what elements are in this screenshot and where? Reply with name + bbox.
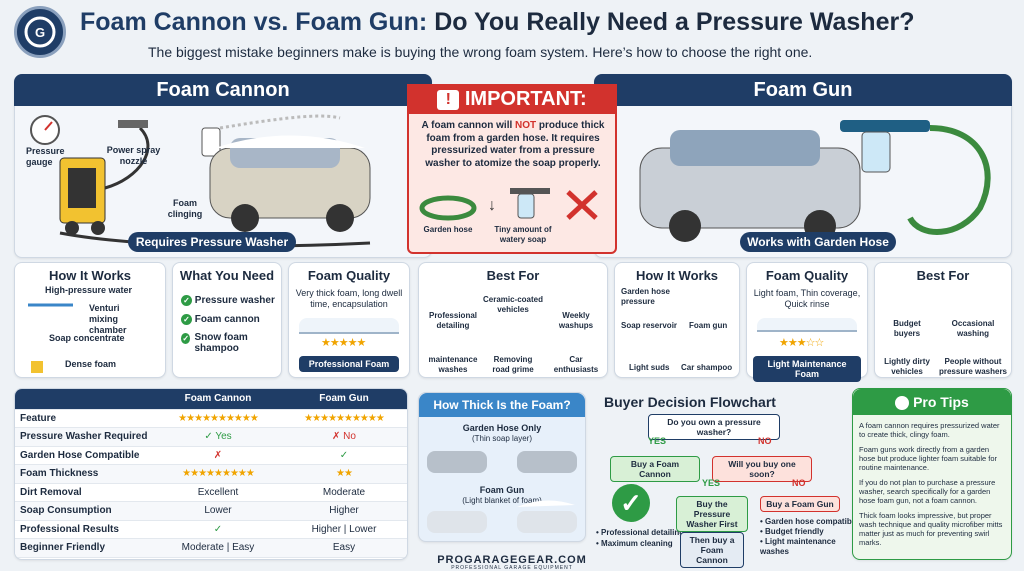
- check-icon: ✓: [181, 313, 192, 325]
- fc-best-for: Best For Professional detailing Ceramic-…: [418, 262, 608, 378]
- garden-hose-label: Garden hose: [423, 225, 473, 234]
- hose-soap-illustration: ↓: [419, 188, 598, 221]
- check-icon: ✓: [181, 294, 192, 306]
- flow-no-1: NO: [758, 436, 772, 446]
- car-comparison-icon: [427, 451, 577, 533]
- lightbulb-icon: [895, 396, 910, 411]
- flow-then-buy-cannon: Then buy a Foam Cannon: [680, 532, 744, 568]
- fg-how-it-works: How It Works Garden hose pressure Soap r…: [614, 262, 740, 378]
- flow-no-2: NO: [792, 478, 806, 488]
- spray-nozzle-label: Power spray nozzle: [106, 145, 161, 166]
- pressure-washer-illustration: [30, 114, 371, 248]
- table-row: Feature★★★★★★★★★★★★★★★★★★★★: [15, 409, 407, 428]
- flow-buy-pressure-washer: Buy the Pressure Washer First: [676, 496, 748, 532]
- fg-foam-quality: Foam Quality Light foam, Thin coverage, …: [746, 262, 868, 382]
- page-title: Foam Cannon vs. Foam Gun: Do You Really …: [80, 8, 915, 36]
- venturi-icon: [28, 303, 73, 373]
- important-title: IMPORTANT:: [464, 88, 587, 110]
- requires-pressure-washer-badge: Requires Pressure Washer: [128, 232, 296, 252]
- gear-icon: G: [24, 16, 56, 48]
- fc-how-it-works: How It Works High-pressure water Venturi…: [14, 262, 166, 378]
- svg-text:↓: ↓: [488, 197, 496, 214]
- comparison-table: Foam Cannon Foam Gun Feature★★★★★★★★★★★★…: [14, 388, 408, 560]
- watery-soap-label: Tiny amount of watery soap: [494, 225, 552, 244]
- flowchart-title: Buyer Decision Flowchart: [604, 394, 776, 410]
- flow-buy-foam-gun: Buy a Foam Gun: [760, 496, 840, 512]
- flow-question-2: Will you buy one soon?: [712, 456, 812, 482]
- svg-text:G: G: [35, 25, 45, 40]
- page-subtitle: The biggest mistake beginners make is bu…: [148, 44, 813, 60]
- works-with-garden-hose-badge: Works with Garden Hose: [740, 232, 896, 252]
- logo: G: [14, 6, 66, 58]
- flow-yes-2: YES: [702, 478, 721, 488]
- important-text: A foam cannon will NOT produce thick foa…: [421, 120, 605, 169]
- table-row: Foam Thickness★★★★★★★★★★★: [15, 464, 407, 484]
- check-icon: ✓: [612, 484, 650, 522]
- garden-hose-illustration: [639, 120, 991, 242]
- fc-what-you-need: What You Need ✓ Pressure washer ✓ Foam c…: [172, 262, 282, 378]
- pressure-gauge-label: Pressure gauge: [26, 146, 65, 167]
- table-row: Garden Hose Compatible✗✓: [15, 446, 407, 465]
- fg-best-for: Best For Budget buyers Occasional washin…: [874, 262, 1012, 378]
- footer-sub: PROFESSIONAL GARAGE EQUIPMENT: [451, 565, 573, 571]
- important-header: ! IMPORTANT:: [407, 84, 617, 114]
- fc-foam-quality: Foam Quality Very thick foam, long dwell…: [288, 262, 410, 378]
- foam-clinging-label: Foam clinging: [167, 198, 203, 219]
- footer-brand: PROGARAGEGEAR.COM: [437, 554, 587, 566]
- check-icon: ✓: [181, 333, 191, 344]
- warning-icon: !: [437, 89, 460, 110]
- foam-cannon-header: Foam Cannon: [14, 74, 432, 106]
- how-thick-panel: How Thick Is the Foam? Garden Hose Only …: [418, 392, 586, 542]
- pro-tips-panel: Pro Tips A foam cannon requires pressuri…: [852, 388, 1012, 560]
- flow-question-1: Do you own a pressure washer?: [648, 414, 780, 440]
- foam-gun-header: Foam Gun: [594, 74, 1012, 106]
- flow-yes-1: YES: [648, 436, 667, 446]
- table-row: Pressure Washer Required✓ Yes✗ No: [15, 427, 407, 447]
- table-row: Professional Results✓Higher | Lower: [15, 520, 407, 539]
- flow-buy-cannon: Buy a Foam Cannon: [610, 456, 700, 482]
